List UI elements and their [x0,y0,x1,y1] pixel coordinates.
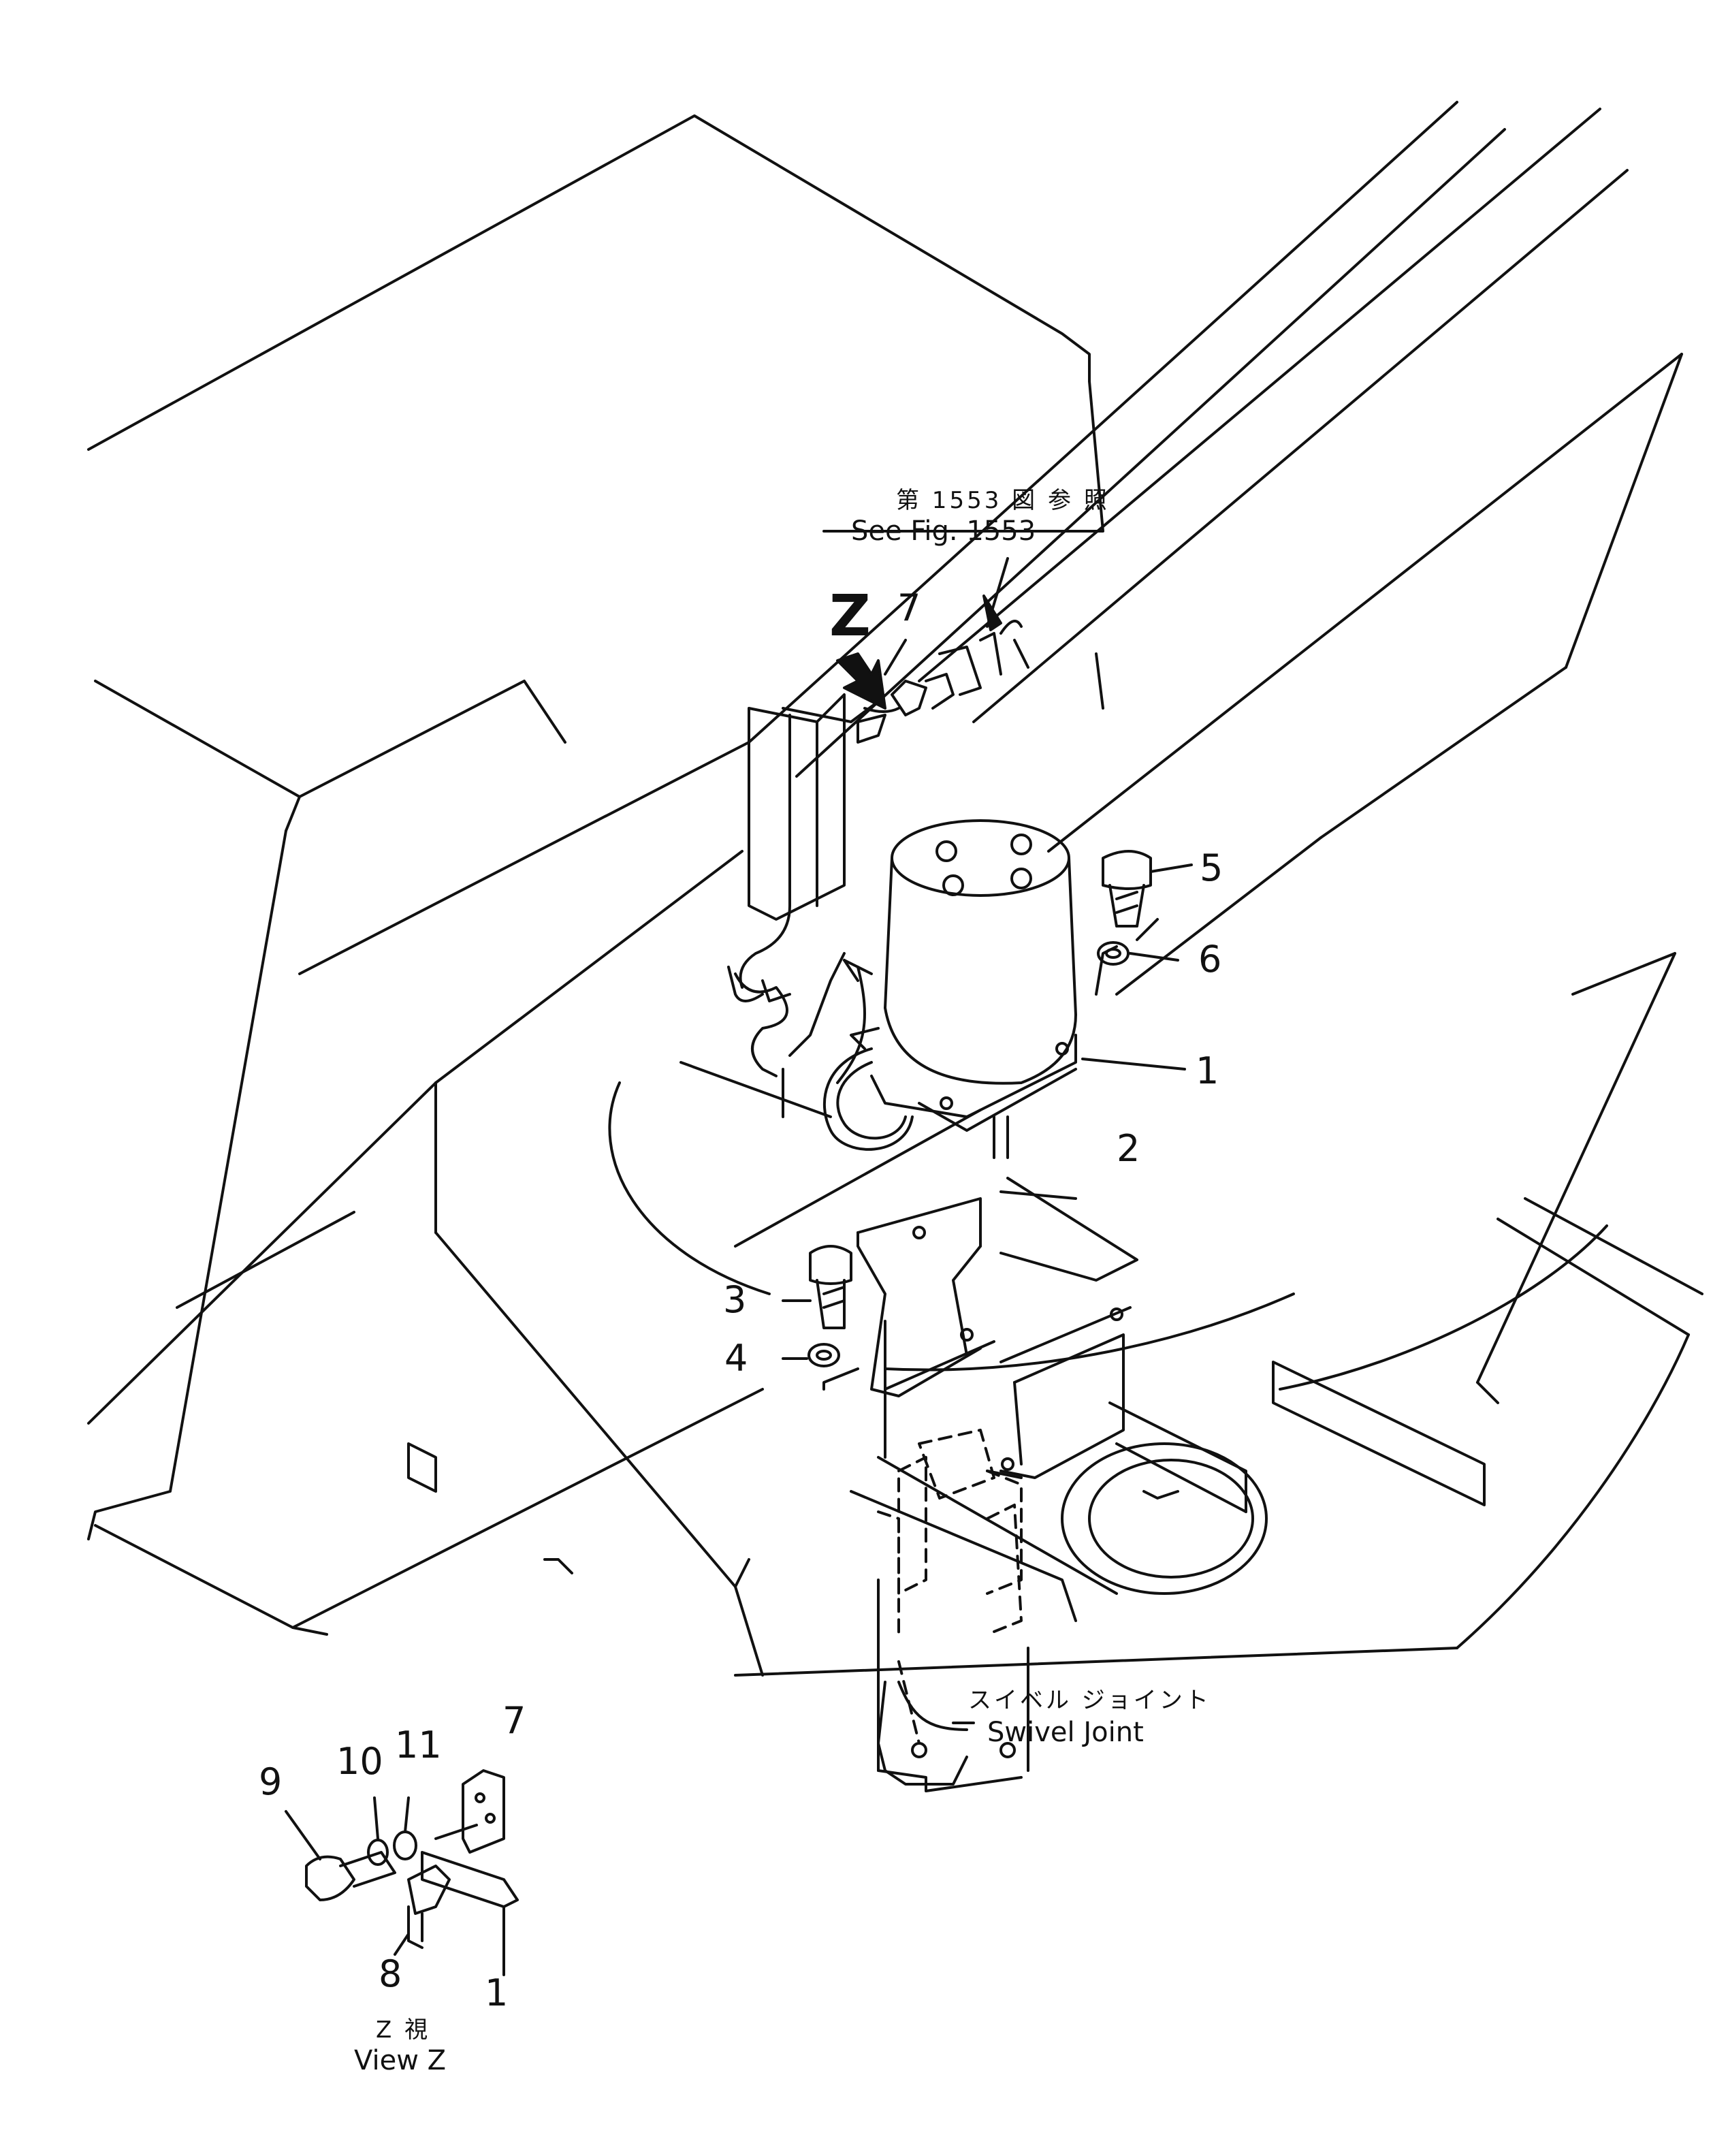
boom-rails [748,101,1683,996]
motor-assembly [822,819,1186,1159]
hose-routing [727,952,873,1118]
callout-9: 9 [259,1760,283,1803]
callout-4: 4 [724,1337,748,1380]
bolt-5 [1102,850,1193,941]
swivel-joint-drawing [877,1320,1118,1792]
view-z-label-jp: Z 視 [376,2016,431,2044]
callout-7-top: 7 [897,586,921,629]
callout-2: 2 [1117,1127,1140,1170]
callout-3: 3 [723,1278,747,1321]
callout-1-inset: 1 [485,1971,509,2014]
callout-8: 8 [379,1952,402,1995]
bracket-assembly [857,1177,1138,1479]
callout-6: 6 [1198,938,1222,981]
swivel-joint-label-jp: スイベル ジョイント [968,1687,1211,1714]
callout-10: 10 [336,1740,383,1783]
view-z-inset [285,1769,519,1976]
callout-7-inset: 7 [502,1699,526,1742]
connector-assembly [836,557,1029,744]
callout-5: 5 [1200,846,1223,889]
callout-11: 11 [395,1724,442,1766]
reference-note-en: See Fig. 1553 [851,516,1036,547]
turntable-frame [608,952,1703,1677]
machine-body-outline [87,114,1104,1677]
swivel-joint-label-en: Swivel Joint [987,1717,1144,1748]
washer-6 [1097,941,1179,966]
reference-note-jp: 第 1553 図 参 照 [896,487,1110,514]
junction-box [739,693,900,989]
washer-4 [782,1343,859,1391]
bolt-3 [782,1245,852,1329]
view-z-marker: Z [829,582,871,649]
callout-1: 1 [1196,1049,1219,1092]
view-z-label-en: View Z [354,2045,447,2076]
